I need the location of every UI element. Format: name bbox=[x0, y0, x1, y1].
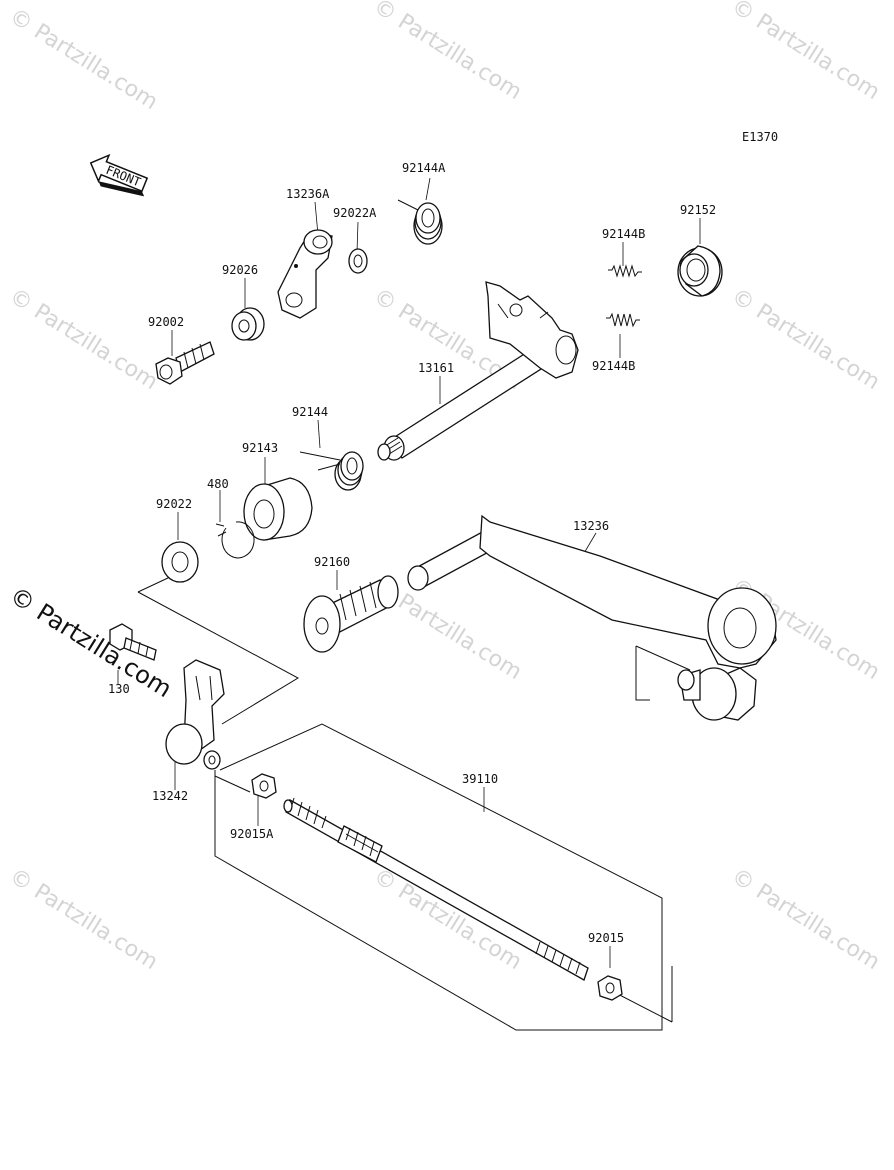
watermark: © Partzilla.com bbox=[727, 0, 884, 105]
nut-92015A bbox=[251, 773, 277, 799]
part-label-130: 130 bbox=[108, 682, 130, 696]
watermark: © Partzilla.com bbox=[5, 284, 162, 395]
watermark: © Partzilla.com bbox=[369, 0, 526, 105]
watermark: © Partzilla.com bbox=[727, 284, 884, 395]
part-label-92015: 92015 bbox=[588, 931, 624, 945]
part-label-13236: 13236 bbox=[573, 519, 609, 533]
part-label-480: 480 bbox=[207, 477, 229, 491]
part-labels: 92144A 13236A 92022A 92152 92144B 92026 … bbox=[108, 161, 716, 945]
bolt-130 bbox=[109, 623, 157, 661]
part-label-92002: 92002 bbox=[148, 315, 184, 329]
part-label-92022A: 92022A bbox=[333, 206, 377, 220]
part-label-92143: 92143 bbox=[242, 441, 278, 455]
watermark-layer: © Partzilla.com © Partzilla.com © Partzi… bbox=[5, 0, 884, 975]
part-label-92152: 92152 bbox=[680, 203, 716, 217]
collar-92143 bbox=[243, 477, 313, 541]
spring-92144B-top bbox=[608, 264, 642, 278]
part-label-92144B-top: 92144B bbox=[602, 227, 645, 241]
shift-pedal-13236 bbox=[407, 514, 777, 721]
washer-92022A bbox=[348, 248, 368, 274]
tie-rod-39110 bbox=[283, 797, 589, 981]
assembly-outlines bbox=[137, 569, 691, 1031]
shift-shaft-13161 bbox=[377, 281, 579, 461]
part-label-13242: 13242 bbox=[152, 789, 188, 803]
part-label-39110: 39110 bbox=[462, 772, 498, 786]
part-label-92144B-bottom: 92144B bbox=[592, 359, 635, 373]
spring-92144B-bottom bbox=[606, 312, 640, 328]
watermark: © Partzilla.com bbox=[5, 864, 162, 975]
front-arrow-icon: FRONT bbox=[89, 153, 149, 197]
watermark-primary: © Partzilla.com bbox=[5, 581, 177, 703]
spring-92144 bbox=[299, 451, 364, 491]
collar-92026 bbox=[231, 307, 265, 341]
part-label-92160: 92160 bbox=[314, 555, 350, 569]
spring-92144A bbox=[397, 199, 443, 245]
part-label-13161: 13161 bbox=[418, 361, 454, 375]
part-label-92022: 92022 bbox=[156, 497, 192, 511]
nut-92015 bbox=[597, 975, 623, 1001]
diagram-code: E1370 bbox=[742, 130, 778, 144]
rubber-92160 bbox=[303, 575, 399, 653]
part-label-92144: 92144 bbox=[292, 405, 328, 419]
part-label-92015A: 92015A bbox=[230, 827, 274, 841]
lever-13236A bbox=[277, 229, 333, 319]
part-label-92144A: 92144A bbox=[402, 161, 446, 175]
part-label-13236A: 13236A bbox=[286, 187, 330, 201]
washer-92022 bbox=[161, 541, 199, 583]
lever-13242 bbox=[165, 659, 225, 770]
watermark: © Partzilla.com bbox=[5, 4, 162, 115]
seal-92152 bbox=[677, 245, 723, 297]
bolt-92002 bbox=[155, 341, 215, 385]
watermark: © Partzilla.com bbox=[727, 864, 884, 975]
circlip-480 bbox=[215, 521, 255, 559]
part-label-92026: 92026 bbox=[222, 263, 258, 277]
